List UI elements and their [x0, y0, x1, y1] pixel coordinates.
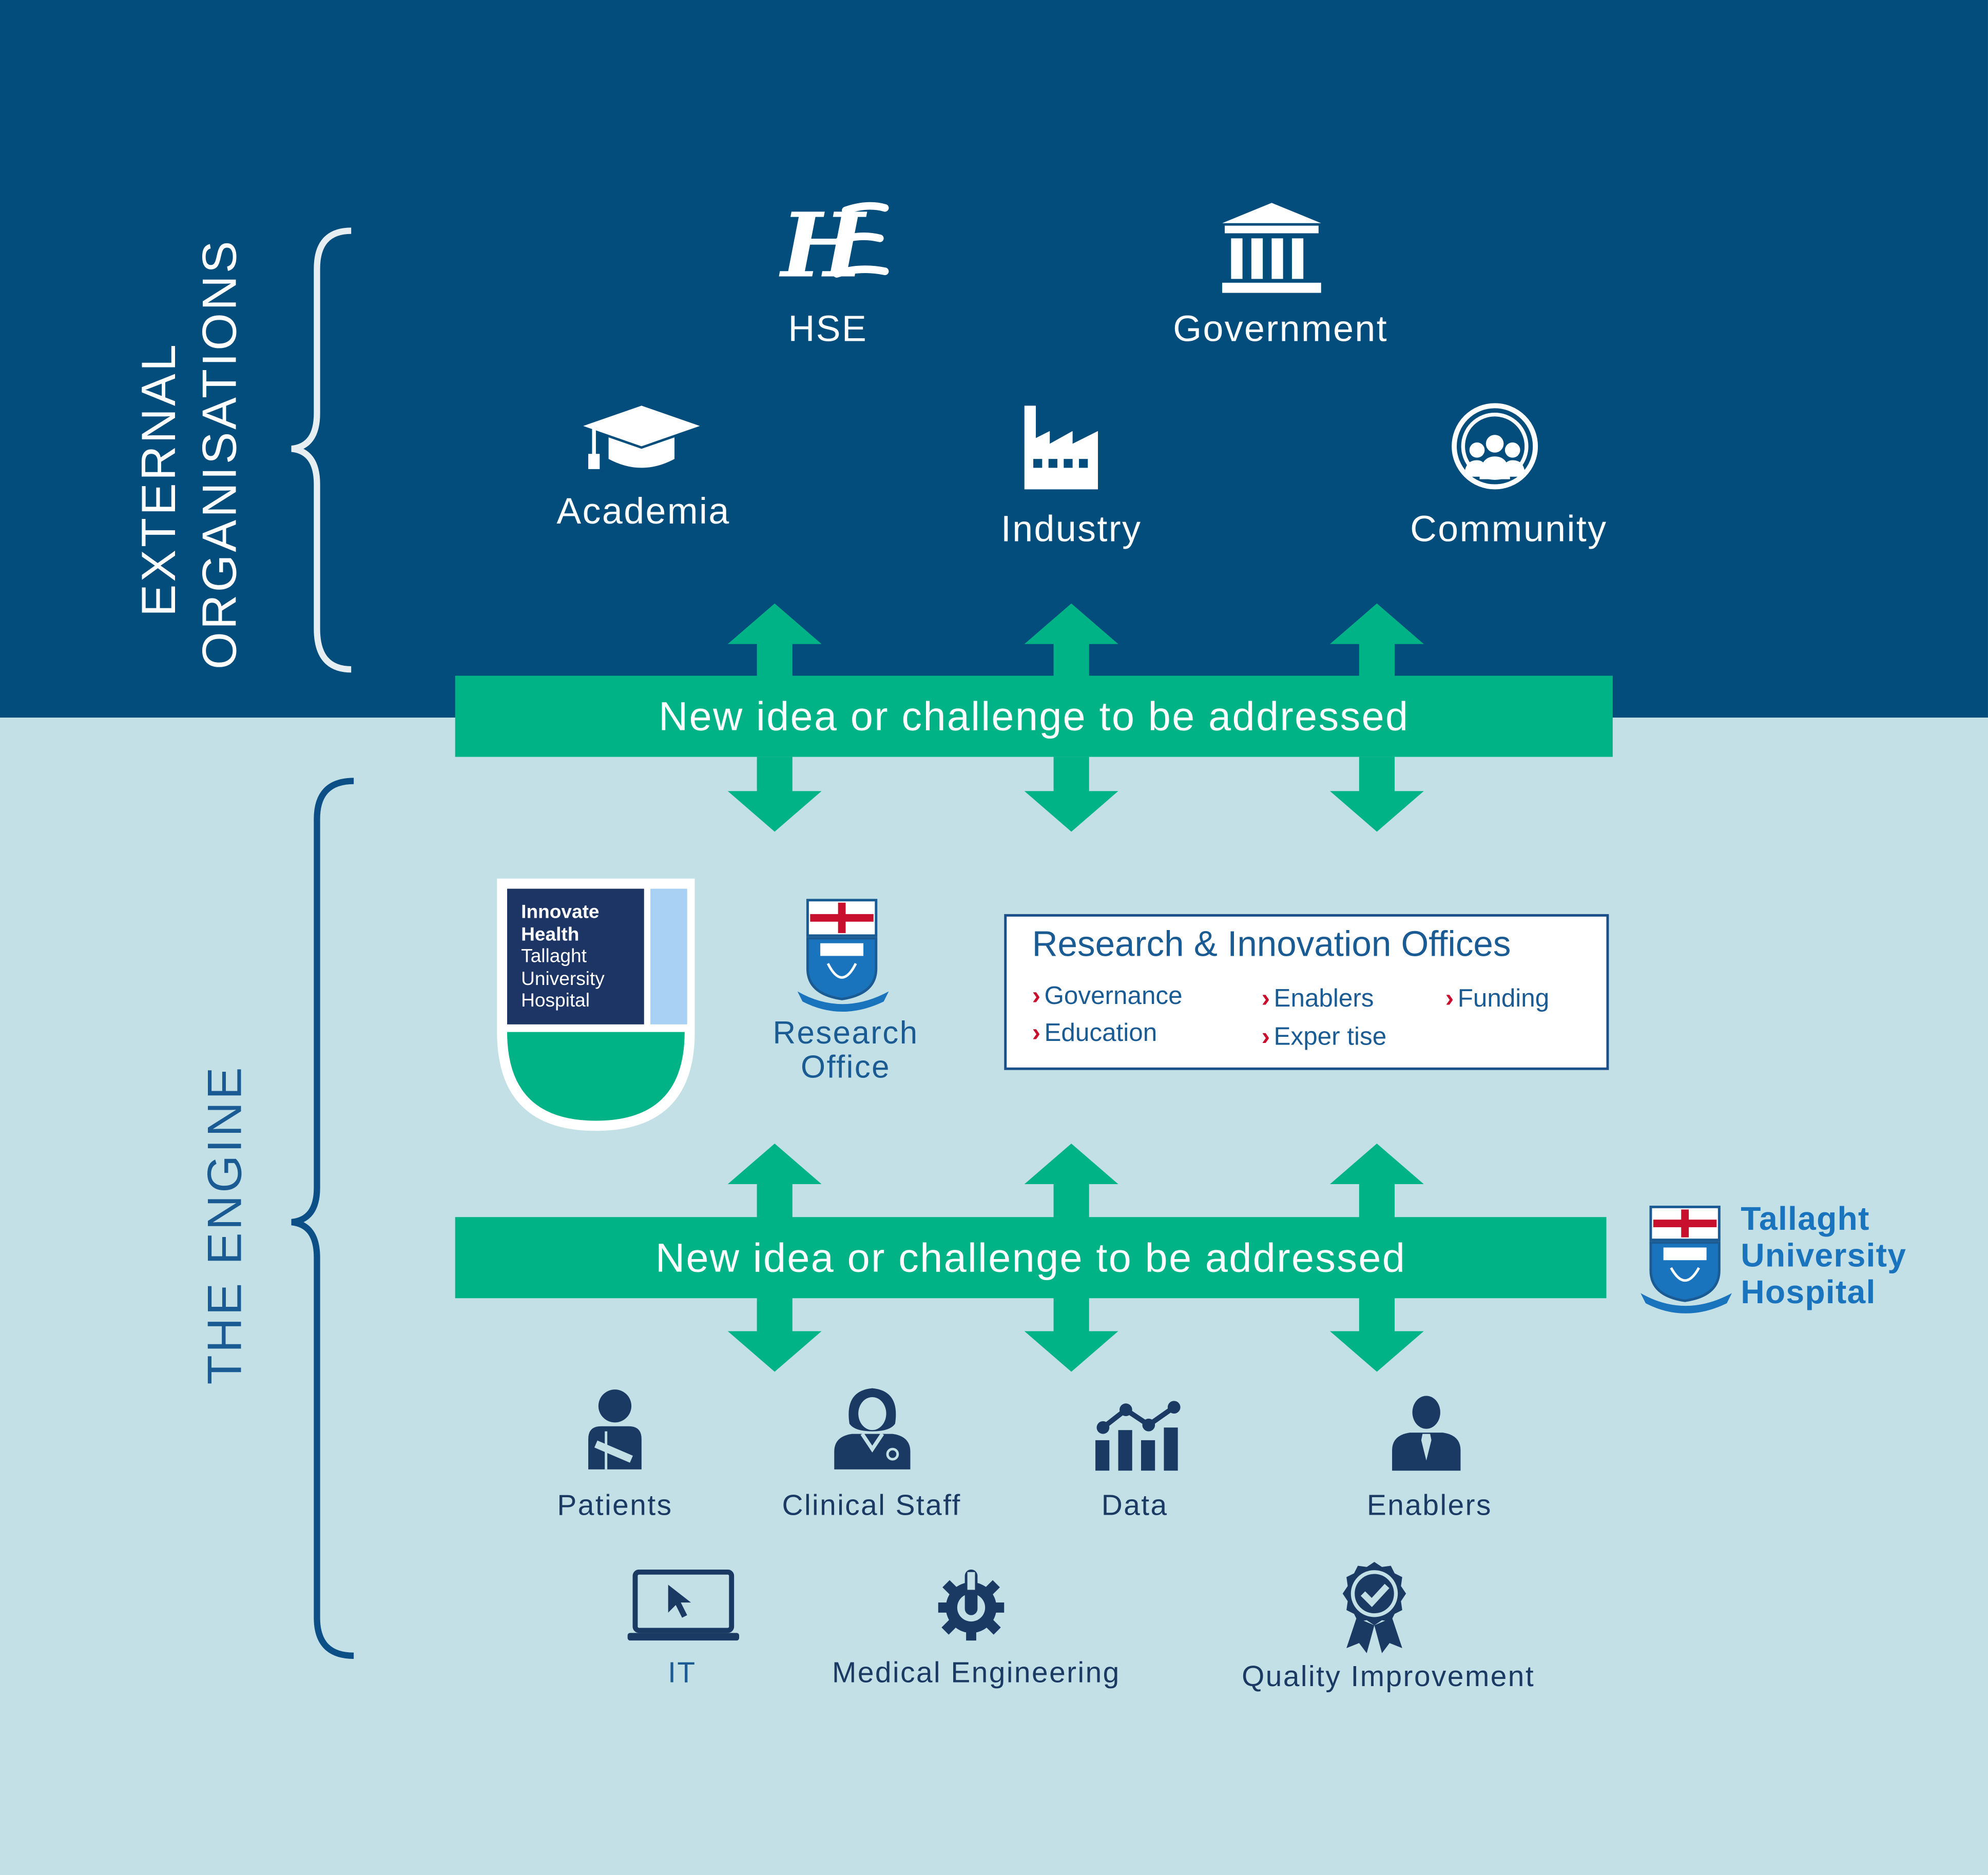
ro-line1: Research — [773, 1015, 919, 1051]
research-office-label: Research Office — [757, 1015, 935, 1086]
double-arrow-2a — [727, 1143, 822, 1372]
engine-brace — [291, 778, 354, 1659]
ih-line3: Tallaght — [521, 945, 587, 968]
ih-line4: University — [521, 968, 605, 990]
tallaght-hospital-crest-icon — [1640, 1205, 1732, 1313]
chevron-right-icon: › — [1445, 985, 1454, 1013]
laptop-icon — [627, 1569, 740, 1641]
double-arrow-2b — [1024, 1143, 1118, 1372]
flow-band-2-text: New idea or challenge to be addressed — [655, 1234, 1406, 1281]
engine-label-medical-engineering: Medical Engineering — [832, 1655, 1121, 1689]
innovate-health-logo — [497, 878, 695, 1131]
flow-band-1-text: New idea or challenge to be addressed — [659, 693, 1410, 740]
flow-band-2: New idea or challenge to be addressed — [455, 1217, 1607, 1299]
engine-label-enablers: Enablers — [1366, 1488, 1492, 1521]
chevron-right-icon: › — [1261, 985, 1270, 1013]
tuh-line1: Tallaght — [1741, 1199, 1870, 1238]
engine-label-patients: Patients — [557, 1488, 673, 1521]
chevron-right-icon: › — [1032, 1019, 1041, 1048]
research-innovation-offices-box: Research & Innovation Offices ›Governanc… — [1004, 914, 1609, 1070]
businessman-icon — [1392, 1396, 1461, 1471]
org-label-academia: Academia — [556, 492, 730, 533]
double-arrow-1c — [1330, 603, 1424, 832]
rio-item-education: ›Education — [1032, 1019, 1157, 1048]
org-label-community: Community — [1410, 509, 1608, 550]
ro-line2: Office — [800, 1050, 891, 1086]
org-label-hse: HSE — [788, 309, 868, 350]
flow-band-1: New idea or challenge to be addressed — [455, 675, 1613, 757]
government-building-icon — [1222, 203, 1321, 293]
research-office-crest-icon — [797, 899, 889, 1012]
org-label-industry: Industry — [1000, 509, 1142, 550]
external-brace — [291, 227, 352, 673]
graduation-cap-icon — [583, 405, 700, 469]
rio-item-funding: ›Funding — [1445, 985, 1550, 1013]
tuh-line3: Hospital — [1741, 1272, 1876, 1311]
ih-line1: Innovate — [521, 901, 600, 923]
gear-test-tube-icon — [938, 1569, 1005, 1641]
engine-label-clinical-staff: Clinical Staff — [782, 1488, 961, 1521]
rio-title: Research & Innovation Offices — [1032, 924, 1511, 964]
hse-logo-icon: H — [779, 200, 889, 284]
rio-item-governance: ›Governance — [1032, 982, 1183, 1011]
factory-icon — [1024, 405, 1098, 490]
tuh-line2: University — [1741, 1236, 1907, 1274]
rio-item-expertise: ›Exper tise — [1261, 1023, 1387, 1051]
chevron-right-icon: › — [1032, 982, 1041, 1011]
rio-item-enablers: ›Enablers — [1261, 985, 1374, 1013]
chevron-right-icon: › — [1261, 1023, 1270, 1051]
double-arrow-1a — [727, 603, 822, 832]
engine-label-it: IT — [668, 1655, 697, 1689]
data-chart-icon — [1095, 1401, 1181, 1471]
org-label-government: Government — [1173, 309, 1388, 350]
engine-label-quality-improvement: Quality Improvement — [1242, 1659, 1535, 1693]
innovate-health-text: Innovate Health Tallaght University Hosp… — [521, 901, 605, 1012]
double-arrow-2c — [1330, 1143, 1424, 1372]
double-arrow-1b — [1024, 603, 1118, 832]
clinical-staff-icon — [834, 1388, 911, 1470]
external-organisations-band — [0, 0, 1988, 718]
patient-icon — [588, 1389, 642, 1470]
ih-line5: Hospital — [521, 990, 590, 1012]
community-people-icon — [1452, 403, 1538, 490]
tallaght-hospital-text: Tallaght University Hospital — [1741, 1199, 1907, 1311]
quality-badge-icon — [1342, 1562, 1406, 1653]
ih-line2: Health — [521, 923, 580, 945]
engine-label-data: Data — [1101, 1488, 1168, 1521]
